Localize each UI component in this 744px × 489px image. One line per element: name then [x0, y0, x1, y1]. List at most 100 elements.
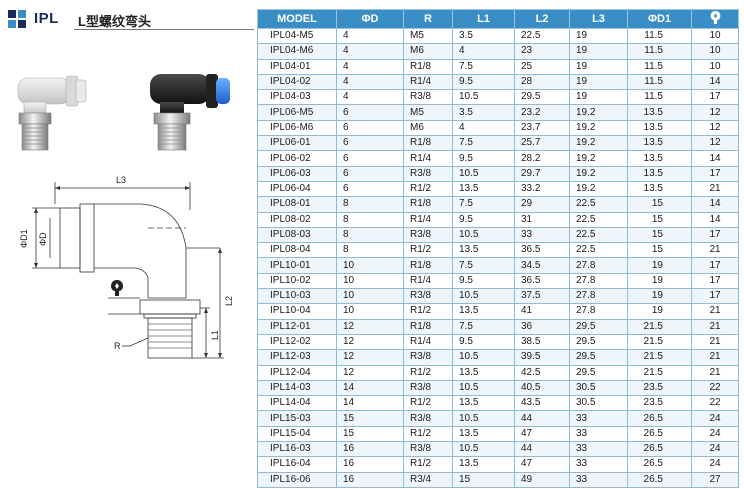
cell-l2: 23.7: [514, 119, 570, 137]
dim-label-d1: ΦD1: [19, 229, 29, 248]
cell-l3: 33: [569, 456, 628, 473]
cell-l2: 34.5: [514, 257, 570, 274]
cell-l3: 19.2: [569, 180, 628, 198]
cell-wrench: 21: [691, 364, 739, 381]
cell-l1: 10.5: [452, 288, 515, 305]
cell-model: IPL08-01: [257, 196, 337, 213]
cell-model: IPL12-01: [257, 318, 337, 335]
cell-wrench: 12: [691, 119, 739, 137]
cell-d1: 23.5: [627, 395, 692, 412]
dimension-drawing: L3 ΦD1 ΦD L2 L1 R: [19, 175, 234, 359]
cell-wrench: 17: [691, 89, 739, 106]
dim-label-r: R: [114, 341, 121, 351]
cell-r: R1/2: [403, 395, 453, 412]
cell-r: R3/8: [403, 226, 453, 244]
cell-l1: 13.5: [452, 425, 515, 443]
cell-wrench: 17: [691, 272, 739, 290]
cell-d: 15: [336, 410, 404, 427]
cell-model: IPL06-03: [257, 165, 337, 182]
cell-d1: 11.5: [627, 27, 692, 45]
cell-l1: 3.5: [452, 27, 515, 45]
brand-logo-icon: [8, 10, 26, 28]
cell-l2: 28: [514, 73, 570, 91]
cell-d1: 13.5: [627, 150, 692, 167]
cell-d1: 21.5: [627, 364, 692, 381]
cell-l1: 7.5: [452, 196, 515, 213]
cell-d1: 15: [627, 226, 692, 244]
cell-wrench: 14: [691, 150, 739, 167]
cell-l1: 4: [452, 43, 515, 60]
cell-model: IPL04-02: [257, 73, 337, 91]
cell-l1: 13.5: [452, 242, 515, 259]
product-name: L型螺纹弯头: [78, 14, 151, 29]
cell-wrench: 21: [691, 242, 739, 259]
cell-wrench: 17: [691, 257, 739, 274]
cell-l1: 10.5: [452, 441, 515, 458]
cell-l3: 33: [569, 425, 628, 443]
cell-l3: 27.8: [569, 288, 628, 305]
cell-d1: 21.5: [627, 349, 692, 366]
cell-model: IPL16-03: [257, 441, 337, 458]
dim-label-l3: L3: [116, 175, 126, 185]
cell-d1: 13.5: [627, 119, 692, 137]
cell-l3: 19: [569, 73, 628, 91]
cell-d1: 13.5: [627, 135, 692, 152]
cell-d1: 13.5: [627, 180, 692, 198]
cell-model: IPL04-M6: [257, 43, 337, 60]
cell-l1: 13.5: [452, 364, 515, 381]
cell-d1: 21.5: [627, 318, 692, 335]
cell-d1: 15: [627, 196, 692, 213]
col-header-l1: L1: [452, 9, 515, 29]
cell-model: IPL12-03: [257, 349, 337, 366]
cell-r: R1/2: [403, 180, 453, 198]
cell-wrench: 10: [691, 43, 739, 60]
cell-d: 8: [336, 196, 404, 213]
cell-l2: 33.2: [514, 180, 570, 198]
cell-d: 4: [336, 43, 404, 60]
cell-r: R3/8: [403, 379, 453, 397]
cell-wrench: 24: [691, 425, 739, 443]
cell-model: IPL04-M5: [257, 27, 337, 45]
cell-l3: 19.2: [569, 165, 628, 182]
cell-model: IPL14-03: [257, 379, 337, 397]
series-code: IPL: [34, 10, 59, 27]
cell-l2: 44: [514, 441, 570, 458]
cell-l3: 19: [569, 58, 628, 75]
cell-d: 10: [336, 288, 404, 305]
cell-wrench: 21: [691, 180, 739, 198]
cell-l1: 13.5: [452, 303, 515, 320]
cell-r: R1/4: [403, 73, 453, 91]
wrench-icon: [111, 280, 123, 296]
cell-l1: 10.5: [452, 349, 515, 366]
cell-l1: 15: [452, 471, 515, 488]
cell-r: R1/2: [403, 364, 453, 381]
cell-l3: 19: [569, 27, 628, 45]
cell-wrench: 24: [691, 456, 739, 473]
cell-l1: 10.5: [452, 165, 515, 182]
cell-model: IPL06-M6: [257, 119, 337, 137]
header-underline: [74, 29, 254, 30]
cell-r: R1/2: [403, 303, 453, 320]
cell-d: 6: [336, 165, 404, 182]
cell-d1: 15: [627, 242, 692, 259]
dim-label-l1: L1: [210, 330, 220, 340]
cell-l2: 25.7: [514, 135, 570, 152]
col-header-d1: ΦD1: [627, 9, 692, 29]
cell-l1: 9.5: [452, 73, 515, 91]
cell-model: IPL04-03: [257, 89, 337, 106]
wrench-icon: [710, 11, 720, 24]
cell-l1: 9.5: [452, 211, 515, 228]
cell-l3: 22.5: [569, 211, 628, 228]
cell-d1: 11.5: [627, 73, 692, 91]
cell-l3: 29.5: [569, 349, 628, 366]
cell-d: 10: [336, 272, 404, 290]
